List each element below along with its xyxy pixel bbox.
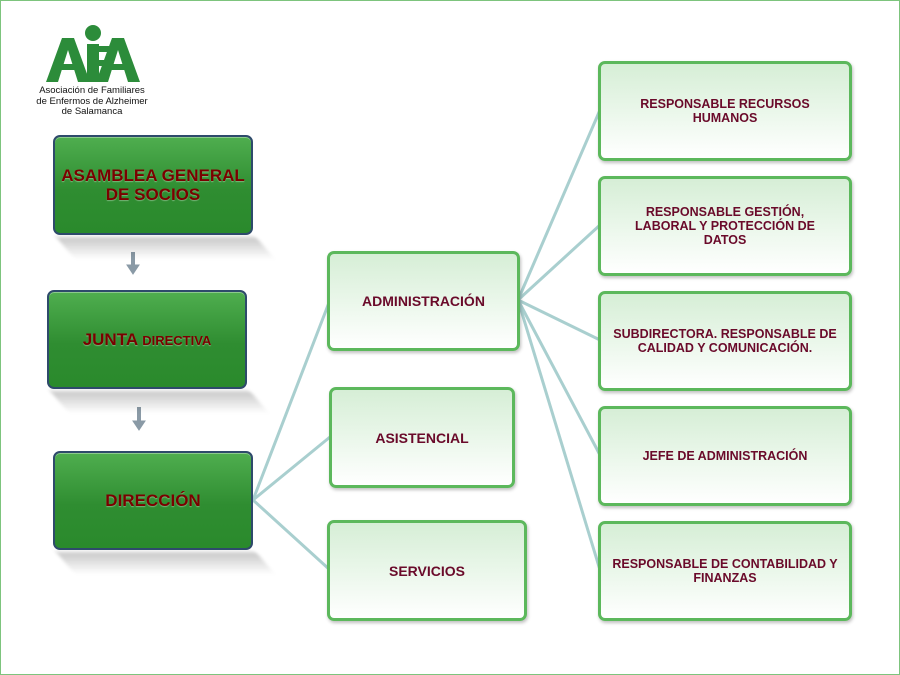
connector-direccion-administracion bbox=[251, 298, 332, 502]
logo-caption: Asociación de Familiares de Enfermos de … bbox=[22, 85, 162, 118]
connector-admin-contabilidad bbox=[516, 298, 602, 572]
box-asistencial: ASISTENCIAL bbox=[329, 387, 515, 488]
label-administracion: ADMINISTRACIÓN bbox=[362, 293, 485, 309]
connector-admin-rrhh bbox=[516, 108, 602, 302]
box-responsable-contabilidad: RESPONSABLE DE CONTABILIDAD Y FINANZAS bbox=[598, 521, 852, 621]
box-junta-directiva: JUNTA DIRECTIVA bbox=[47, 290, 247, 389]
logo-line-3: de Salamanca bbox=[61, 106, 123, 117]
box-servicios: SERVICIOS bbox=[327, 520, 527, 621]
label-responsable-contabilidad: RESPONSABLE DE CONTABILIDAD Y FINANZAS bbox=[612, 557, 838, 585]
label-asistencial: ASISTENCIAL bbox=[375, 429, 469, 446]
afa-logo-icon bbox=[46, 25, 140, 82]
shadow-asamblea bbox=[56, 237, 275, 259]
box-responsable-rrhh: RESPONSABLE RECURSOS HUMANOS bbox=[598, 61, 852, 161]
box-jefe-administracion: JEFE DE ADMINISTRACIÓN bbox=[598, 406, 852, 506]
connector-direccion-servicios bbox=[251, 498, 332, 572]
box-subdirectora: SUBDIRECTORA. RESPONSABLE DE CALIDAD Y C… bbox=[598, 291, 852, 391]
logo: Asociación de Familiares de Enfermos de … bbox=[22, 24, 162, 124]
box-direccion: DIRECCIÓN bbox=[53, 451, 253, 550]
label-direccion: DIRECCIÓN bbox=[105, 491, 201, 510]
box-responsable-gestion: RESPONSABLE GESTIÓN, LABORAL Y PROTECCIÓ… bbox=[598, 176, 852, 276]
label-asamblea: ASAMBLEA GENERAL DE SOCIOS bbox=[61, 166, 245, 204]
label-responsable-rrhh: RESPONSABLE RECURSOS HUMANOS bbox=[640, 97, 810, 125]
box-asamblea-general: ASAMBLEA GENERAL DE SOCIOS bbox=[53, 135, 253, 235]
arrow-head-1 bbox=[126, 264, 140, 275]
label-junta: JUNTA DIRECTIVA bbox=[83, 330, 212, 350]
label-jefe-administracion: JEFE DE ADMINISTRACIÓN bbox=[642, 449, 808, 463]
label-servicios: SERVICIOS bbox=[389, 562, 465, 579]
label-junta-main: JUNTA bbox=[82, 329, 143, 349]
logo-line-1: Asociación de Familiares bbox=[39, 85, 145, 96]
shadow-junta bbox=[50, 391, 269, 413]
label-junta-small: DIRECTIVA bbox=[142, 332, 212, 348]
connector-admin-gestion bbox=[516, 223, 602, 302]
arrow-head-2 bbox=[132, 420, 146, 431]
label-subdirectora: SUBDIRECTORA. RESPONSABLE DE CALIDAD Y C… bbox=[613, 327, 837, 355]
connector-admin-jefe bbox=[516, 298, 602, 457]
connector-direccion-asistencial bbox=[251, 435, 332, 502]
connector-admin-subdirectora bbox=[516, 298, 602, 342]
box-administracion: ADMINISTRACIÓN bbox=[327, 251, 520, 351]
logo-line-2: de Enfermos de Alzheimer bbox=[36, 95, 148, 107]
shadow-direccion bbox=[56, 552, 275, 574]
label-responsable-gestion: RESPONSABLE GESTIÓN, LABORAL Y PROTECCIÓ… bbox=[635, 205, 815, 247]
